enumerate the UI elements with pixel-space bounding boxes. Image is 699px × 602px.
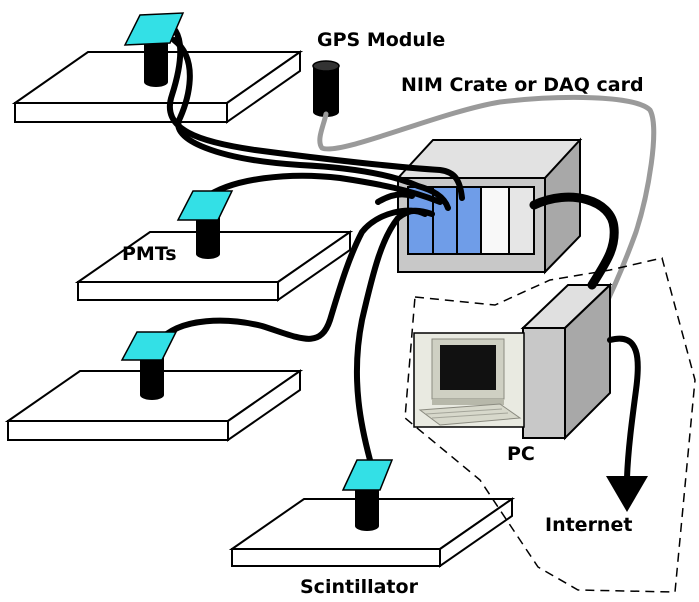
scintillator-slab-2 bbox=[74, 230, 354, 302]
pc-label: PC bbox=[507, 443, 535, 465]
pmt-1 bbox=[123, 12, 185, 87]
scintillator-label: Scintillator bbox=[300, 576, 418, 598]
cable-pmt2-to-crate bbox=[202, 172, 443, 205]
gps-module-label: GPS Module bbox=[317, 29, 446, 51]
pc-boundary bbox=[404, 257, 696, 593]
pc bbox=[413, 282, 613, 441]
pmt-3 bbox=[120, 331, 178, 400]
scintillator-slab-4 bbox=[228, 497, 516, 568]
cable-pmt4-to-crate bbox=[353, 207, 435, 463]
cable-crate-to-pc bbox=[529, 192, 619, 290]
gps-cable bbox=[317, 94, 657, 315]
pmt-4 bbox=[341, 459, 394, 531]
nim-crate bbox=[395, 137, 583, 275]
internet-arrow-icon bbox=[606, 476, 648, 512]
pmt-2 bbox=[176, 190, 234, 259]
nim-crate-label: NIM Crate or DAQ card bbox=[401, 74, 644, 96]
cable-pmt1b-to-crate bbox=[171, 37, 451, 211]
internet-label: Internet bbox=[545, 514, 633, 536]
cable-pmt1-to-crate bbox=[157, 19, 465, 201]
cable-pmt-extra bbox=[375, 191, 415, 205]
pmts-label: PMTs bbox=[122, 243, 177, 265]
cable-pc-to-internet bbox=[607, 335, 641, 481]
cable-pmt3-to-crate bbox=[155, 207, 428, 345]
gps-module bbox=[312, 60, 340, 117]
